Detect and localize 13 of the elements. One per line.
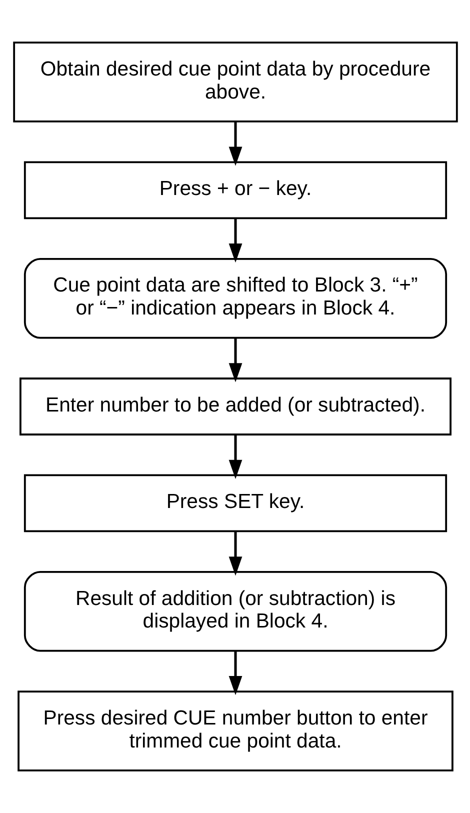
node-box: Press SET key. <box>23 474 447 532</box>
node-box: Result of addition (or subtraction) is displayed in Block 4. <box>23 570 447 652</box>
node-box: Enter number to be added (or subtracted). <box>19 378 451 436</box>
arrow <box>228 338 242 382</box>
arrow <box>228 218 242 263</box>
node-box: Press desired CUE number button to enter trimmed cue point data. <box>17 690 453 772</box>
node-box: Cue point data are shifted to Block 3. “+” or “−” indication appears in Block 4. <box>23 258 447 339</box>
arrow <box>228 532 242 576</box>
arrow <box>228 434 242 479</box>
arrow <box>228 650 242 696</box>
node-box: Press + or − key. <box>23 161 447 220</box>
arrow <box>228 122 242 166</box>
node-box: Obtain desired cue point data by procedure above. <box>12 42 458 122</box>
